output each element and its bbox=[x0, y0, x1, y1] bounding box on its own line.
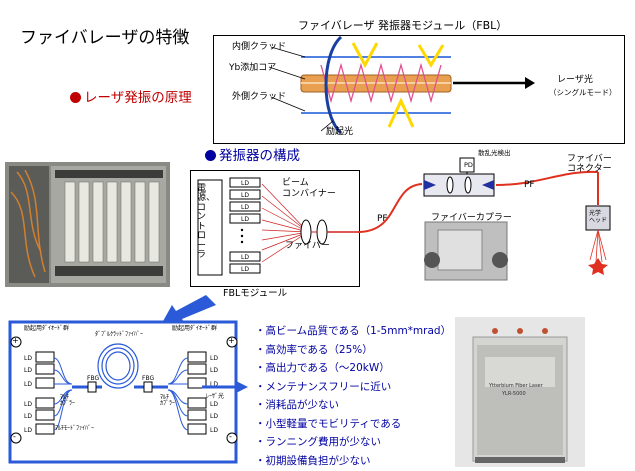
laser-spot bbox=[588, 258, 608, 275]
fiber-to-coupler bbox=[358, 184, 422, 232]
ld-diode-label: LD bbox=[24, 413, 32, 420]
ld-diode-label: LD bbox=[210, 355, 218, 362]
ld-box-label: LD bbox=[241, 204, 249, 211]
feature-item: ・高効率である（25%） bbox=[255, 342, 451, 361]
beam-combiner-label: ビーム コンバイナー bbox=[282, 178, 336, 200]
ld-box-label: LD bbox=[241, 180, 249, 187]
feature-item: ・小型軽量でモビリティである bbox=[255, 416, 451, 435]
section-heading-structure: 発振器の構成 bbox=[205, 150, 300, 164]
equipment-rack-photo bbox=[5, 162, 170, 287]
section-heading-principle-text: レーザ発振の原理 bbox=[84, 90, 192, 106]
ld-diode-label: LD bbox=[210, 427, 218, 434]
pd-label: PD bbox=[464, 162, 473, 169]
ld-diode-label: LD bbox=[24, 367, 32, 374]
ld-box-label: LD bbox=[241, 216, 249, 223]
feature-item: ・消耗品が少ない bbox=[255, 397, 451, 416]
feature-item: ・ランニング費用が少ない bbox=[255, 434, 451, 453]
feature-item: ・高出力である（～20kW） bbox=[255, 360, 451, 379]
laser-output-arrowhead bbox=[525, 77, 535, 89]
pf-left-label: PF bbox=[377, 215, 388, 224]
coupler-left-label: ﾏﾙﾁ ｶﾌﾟﾗｰ bbox=[60, 395, 75, 407]
fbl-module-label: FBLモジュール bbox=[223, 289, 287, 299]
minus-terminal-right: - bbox=[229, 433, 232, 441]
left-diode-group-label: 励起用ﾀﾞｲｵｰﾄﾞ群 bbox=[24, 326, 69, 332]
label-inner-clad: 内側クラッド bbox=[232, 43, 286, 52]
label-pump: 励起光 bbox=[326, 128, 353, 137]
ld-diode-label: LD bbox=[24, 427, 32, 434]
features-list: ・高ビーム品質である（1-5mm*mrad） ・高効率である（25%） ・高出力… bbox=[255, 323, 451, 471]
ld-diode-label: LD bbox=[24, 401, 32, 408]
unit-label-line2: YLR-5000 bbox=[502, 392, 526, 397]
head-label: 光学 ヘッド bbox=[589, 211, 607, 224]
laser-out-label: ﾚｰｻﾞ光 bbox=[206, 394, 224, 400]
ld-diode-box bbox=[36, 352, 54, 362]
detail-frame bbox=[10, 322, 236, 462]
power-controller-label: 電源、コントローラ bbox=[197, 185, 209, 261]
feature-item: ・メンテナンスフリーに近い bbox=[255, 379, 451, 398]
right-diode-group-label: 励起用ﾀﾞｲｵｰﾄﾞ群 bbox=[172, 326, 217, 332]
plus-terminal-left: + bbox=[12, 337, 19, 345]
ld-diode-label: LD bbox=[24, 381, 32, 388]
pf-right-label: PF bbox=[524, 181, 535, 190]
connector-label: ファイバー コネクター bbox=[567, 154, 612, 175]
ld-diode-box bbox=[188, 424, 206, 434]
ld-box-label: LD bbox=[241, 266, 249, 273]
feature-item: ・高ビーム品質である（1-5mm*mrad） bbox=[255, 323, 451, 342]
minus-terminal-left: - bbox=[13, 433, 16, 441]
multi-fiber-label: ﾏﾙﾁﾓｰﾄﾞﾌｧｲﾊﾞｰ bbox=[55, 426, 94, 432]
ld-diode-label: LD bbox=[210, 413, 218, 420]
fbg-left bbox=[88, 382, 96, 392]
label-core: Yb添加コア bbox=[229, 64, 276, 73]
fbg-left-label: FBG bbox=[87, 376, 99, 382]
ld-diode-box bbox=[36, 364, 54, 374]
ld-diode-box bbox=[36, 398, 54, 408]
section-heading-structure-text: 発振器の構成 bbox=[219, 148, 300, 164]
bullet-dot bbox=[70, 92, 81, 103]
ld-diode-box bbox=[188, 364, 206, 374]
ld-diode-box bbox=[36, 378, 54, 388]
ld-diode-box bbox=[188, 352, 206, 362]
coupler-right-label: ﾏﾙﾁ ｶﾌﾟﾗｰ bbox=[160, 395, 175, 407]
label-laser-mode: （シングルモード） bbox=[549, 89, 617, 97]
fiber-label: ファイバー bbox=[285, 242, 330, 251]
bullet-dot bbox=[205, 150, 216, 161]
label-outer-clad: 外側クラッド bbox=[232, 93, 286, 102]
coupler-label: ファイバーカプラー bbox=[431, 214, 512, 223]
pump-arrow bbox=[353, 43, 377, 65]
ld-diode-box bbox=[188, 398, 206, 408]
fbl-module-title: ファイバレーザ 発振器モジュール（FBL） bbox=[295, 20, 510, 31]
ld-box-label: LD bbox=[241, 192, 249, 199]
ld-diode-box bbox=[188, 410, 206, 420]
pd-detect-label: 散乱光検出 bbox=[478, 150, 511, 157]
page-title: ファイバレーザの特徴 bbox=[20, 30, 189, 47]
ld-diode-label: LD bbox=[210, 367, 218, 374]
feature-item: ・初期設備負担が少ない bbox=[255, 453, 451, 471]
plus-terminal-right: + bbox=[228, 337, 235, 345]
ld-diode-label: LD bbox=[210, 401, 218, 408]
unit-label-line1: Ytterbium Fiber Laser bbox=[489, 384, 543, 389]
fbg-right-label: FBG bbox=[142, 376, 154, 382]
label-laser: レーザ光 bbox=[557, 76, 593, 85]
fbg-right bbox=[144, 382, 152, 392]
pump-arrow bbox=[419, 45, 443, 65]
ld-diode-box bbox=[36, 410, 54, 420]
ld-box-label: LD bbox=[241, 254, 249, 261]
ld-diode-label: LD bbox=[24, 355, 32, 362]
section-heading-principle: レーザ発振の原理 bbox=[70, 92, 192, 106]
ld-diode-box bbox=[36, 424, 54, 434]
double-clad-label: ﾀﾞﾌﾞﾙｸﾗｯﾄﾞﾌｧｲﾊﾞｰ bbox=[95, 332, 143, 338]
